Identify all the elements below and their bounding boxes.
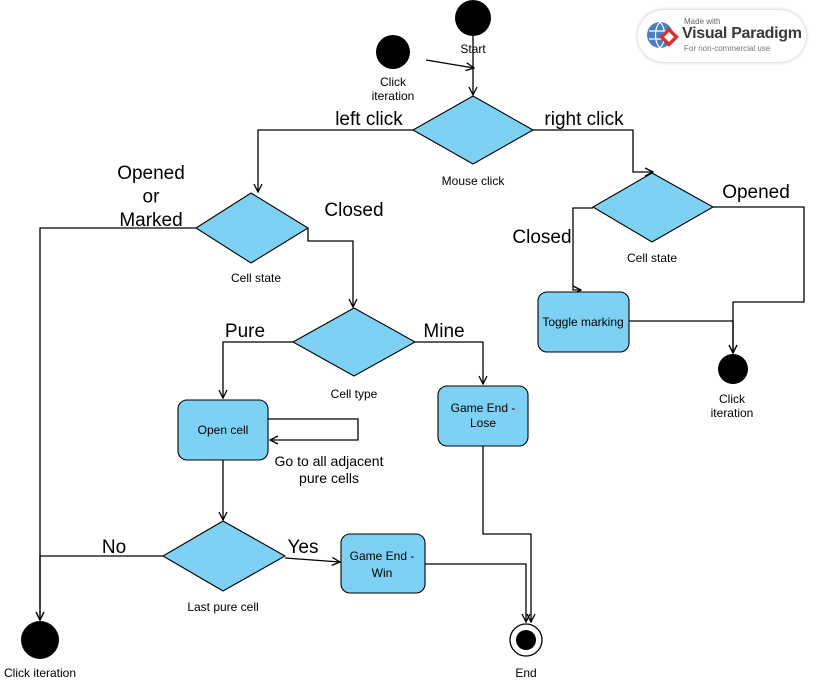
watermark-made-with: Made with [684,17,721,26]
edge-opened-right [713,206,805,353]
edge-toggle-to-click-iteration [629,320,733,353]
yes-label: Yes [288,537,319,558]
cell-state-left-label: Cell state [231,271,281,285]
edges [40,35,805,622]
cell-state-left-decision [194,192,310,264]
closed-right-label: Closed [512,227,571,248]
mouse-click-decision [411,95,535,165]
edge-closed-left [307,228,353,307]
toggle-marking-label: Toggle marking [542,315,623,329]
cell-state-right-decision [591,172,715,243]
last-pure-cell-label: Last pure cell [187,600,258,614]
edge-no [40,555,163,620]
right-click-label: right click [544,109,624,130]
end-node [509,623,543,657]
closed-left-label: Closed [324,200,383,221]
edge-pure [223,341,293,398]
click-iteration-top-node [376,35,410,69]
cell-state-right-label: Cell state [627,251,677,265]
watermark-note: For non-commercial use [684,44,771,53]
edge-click-iteration-to-mouse-click [425,59,474,68]
start-label: Start [460,42,486,56]
opened-right-label: Opened [722,182,790,203]
click-iteration-bottom-label: Click iteration [4,666,76,680]
open-cell-label: Open cell [198,423,249,437]
game-end-win-label: Game End -Win [350,549,415,580]
start-node [455,0,491,36]
edge-opened-or-marked [40,227,196,620]
open-cell-action [177,399,269,461]
mine-label: Mine [423,321,464,342]
visual-paradigm-watermark: Made with Visual Paradigm For non-commer… [638,10,806,62]
visual-paradigm-logo-icon [647,21,679,49]
cell-type-label: Cell type [331,387,378,401]
edge-yes [284,558,340,562]
left-click-label: left click [335,109,403,130]
watermark-brand: Visual Paradigm [682,25,802,42]
mouse-click-label: Mouse click [442,174,506,188]
end-label: End [515,666,536,680]
cell-type-decision [291,307,417,377]
game-end-win-action [340,533,426,594]
edge-right-click [533,129,653,172]
edge-left-click [258,129,413,192]
no-label: No [102,537,126,558]
edge-lose-to-end [482,446,531,622]
toggle-marking-action [537,291,630,353]
click-iteration-right-node [718,354,748,384]
click-iteration-bottom-node [21,621,59,659]
game-end-lose-action [437,385,529,447]
edge-win-to-end [425,563,526,622]
last-pure-cell-decision [161,520,287,592]
pure-label: Pure [225,321,265,342]
edge-closed-right [572,207,593,290]
edge-adjacent-loop [268,418,359,440]
game-end-lose-label: Game End -Lose [451,401,516,430]
edge-mine [415,341,483,384]
